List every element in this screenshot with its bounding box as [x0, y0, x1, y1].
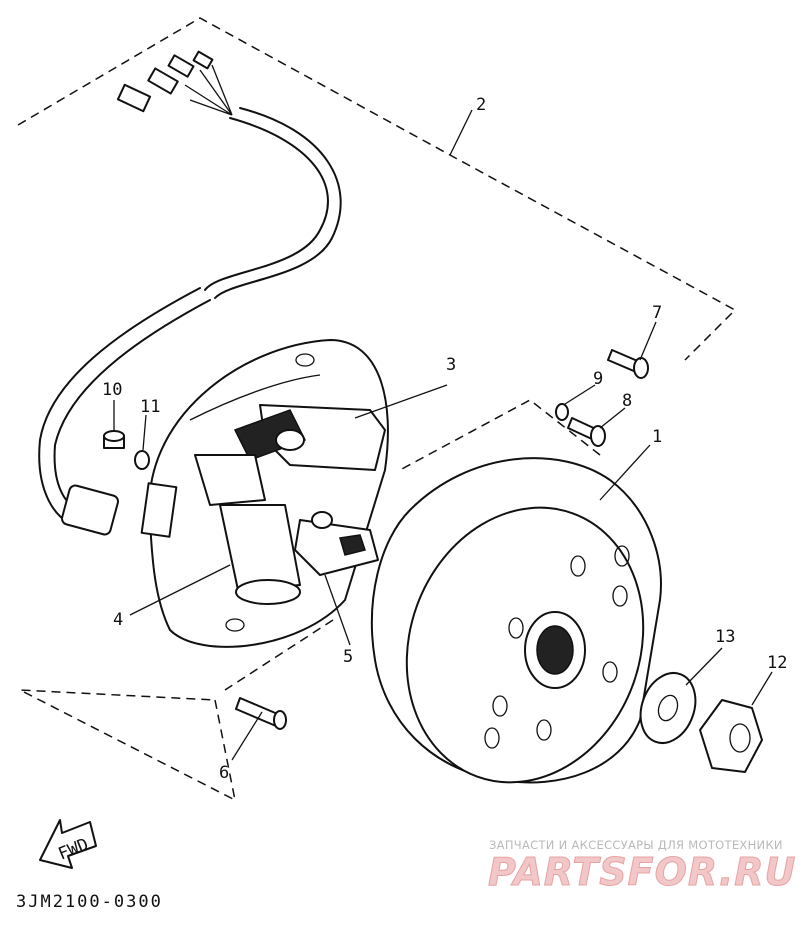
lighting-coil — [140, 454, 301, 605]
watermark-brand: PARTSFOR.RU — [488, 850, 796, 894]
wire-harness — [38, 50, 342, 536]
callout-1: 1 — [652, 427, 662, 447]
lock-washer-9 — [555, 403, 569, 421]
flywheel-rotor — [370, 457, 662, 784]
callout-12: 12 — [767, 653, 787, 673]
flywheel-nut — [699, 699, 763, 773]
screw-6 — [235, 697, 287, 730]
watermark: ЗАПЧАСТИ И АКСЕССУАРЫ ДЛЯ МОТОТЕХНИКИ PA… — [488, 838, 796, 895]
callout-11: 11 — [140, 397, 160, 417]
screw-8 — [567, 417, 606, 447]
callout-9: 9 — [593, 369, 603, 389]
fwd-arrow: FWD — [39, 819, 97, 869]
screw-10 — [103, 430, 125, 449]
callout-10: 10 — [102, 380, 122, 400]
callout-3: 3 — [446, 355, 456, 375]
callout-5: 5 — [343, 647, 353, 667]
washer — [639, 672, 697, 744]
callout-13: 13 — [715, 627, 735, 647]
source-coil — [233, 404, 386, 471]
watermark-tagline: ЗАПЧАСТИ И АКСЕССУАРЫ ДЛЯ МОТОТЕХНИКИ — [489, 838, 783, 852]
callout-7: 7 — [652, 303, 662, 323]
callout-8: 8 — [622, 391, 632, 411]
callout-6: 6 — [219, 763, 229, 783]
leader-lines — [113, 109, 773, 761]
washer-11 — [134, 450, 150, 470]
callout-2: 2 — [476, 95, 486, 115]
callout-labels: 1 2 3 4 5 6 7 8 9 10 11 12 13 — [102, 95, 787, 783]
callout-4: 4 — [113, 610, 123, 630]
diagram-code: 3JM2100-0300 — [16, 892, 163, 912]
pulser-coil — [294, 511, 379, 576]
